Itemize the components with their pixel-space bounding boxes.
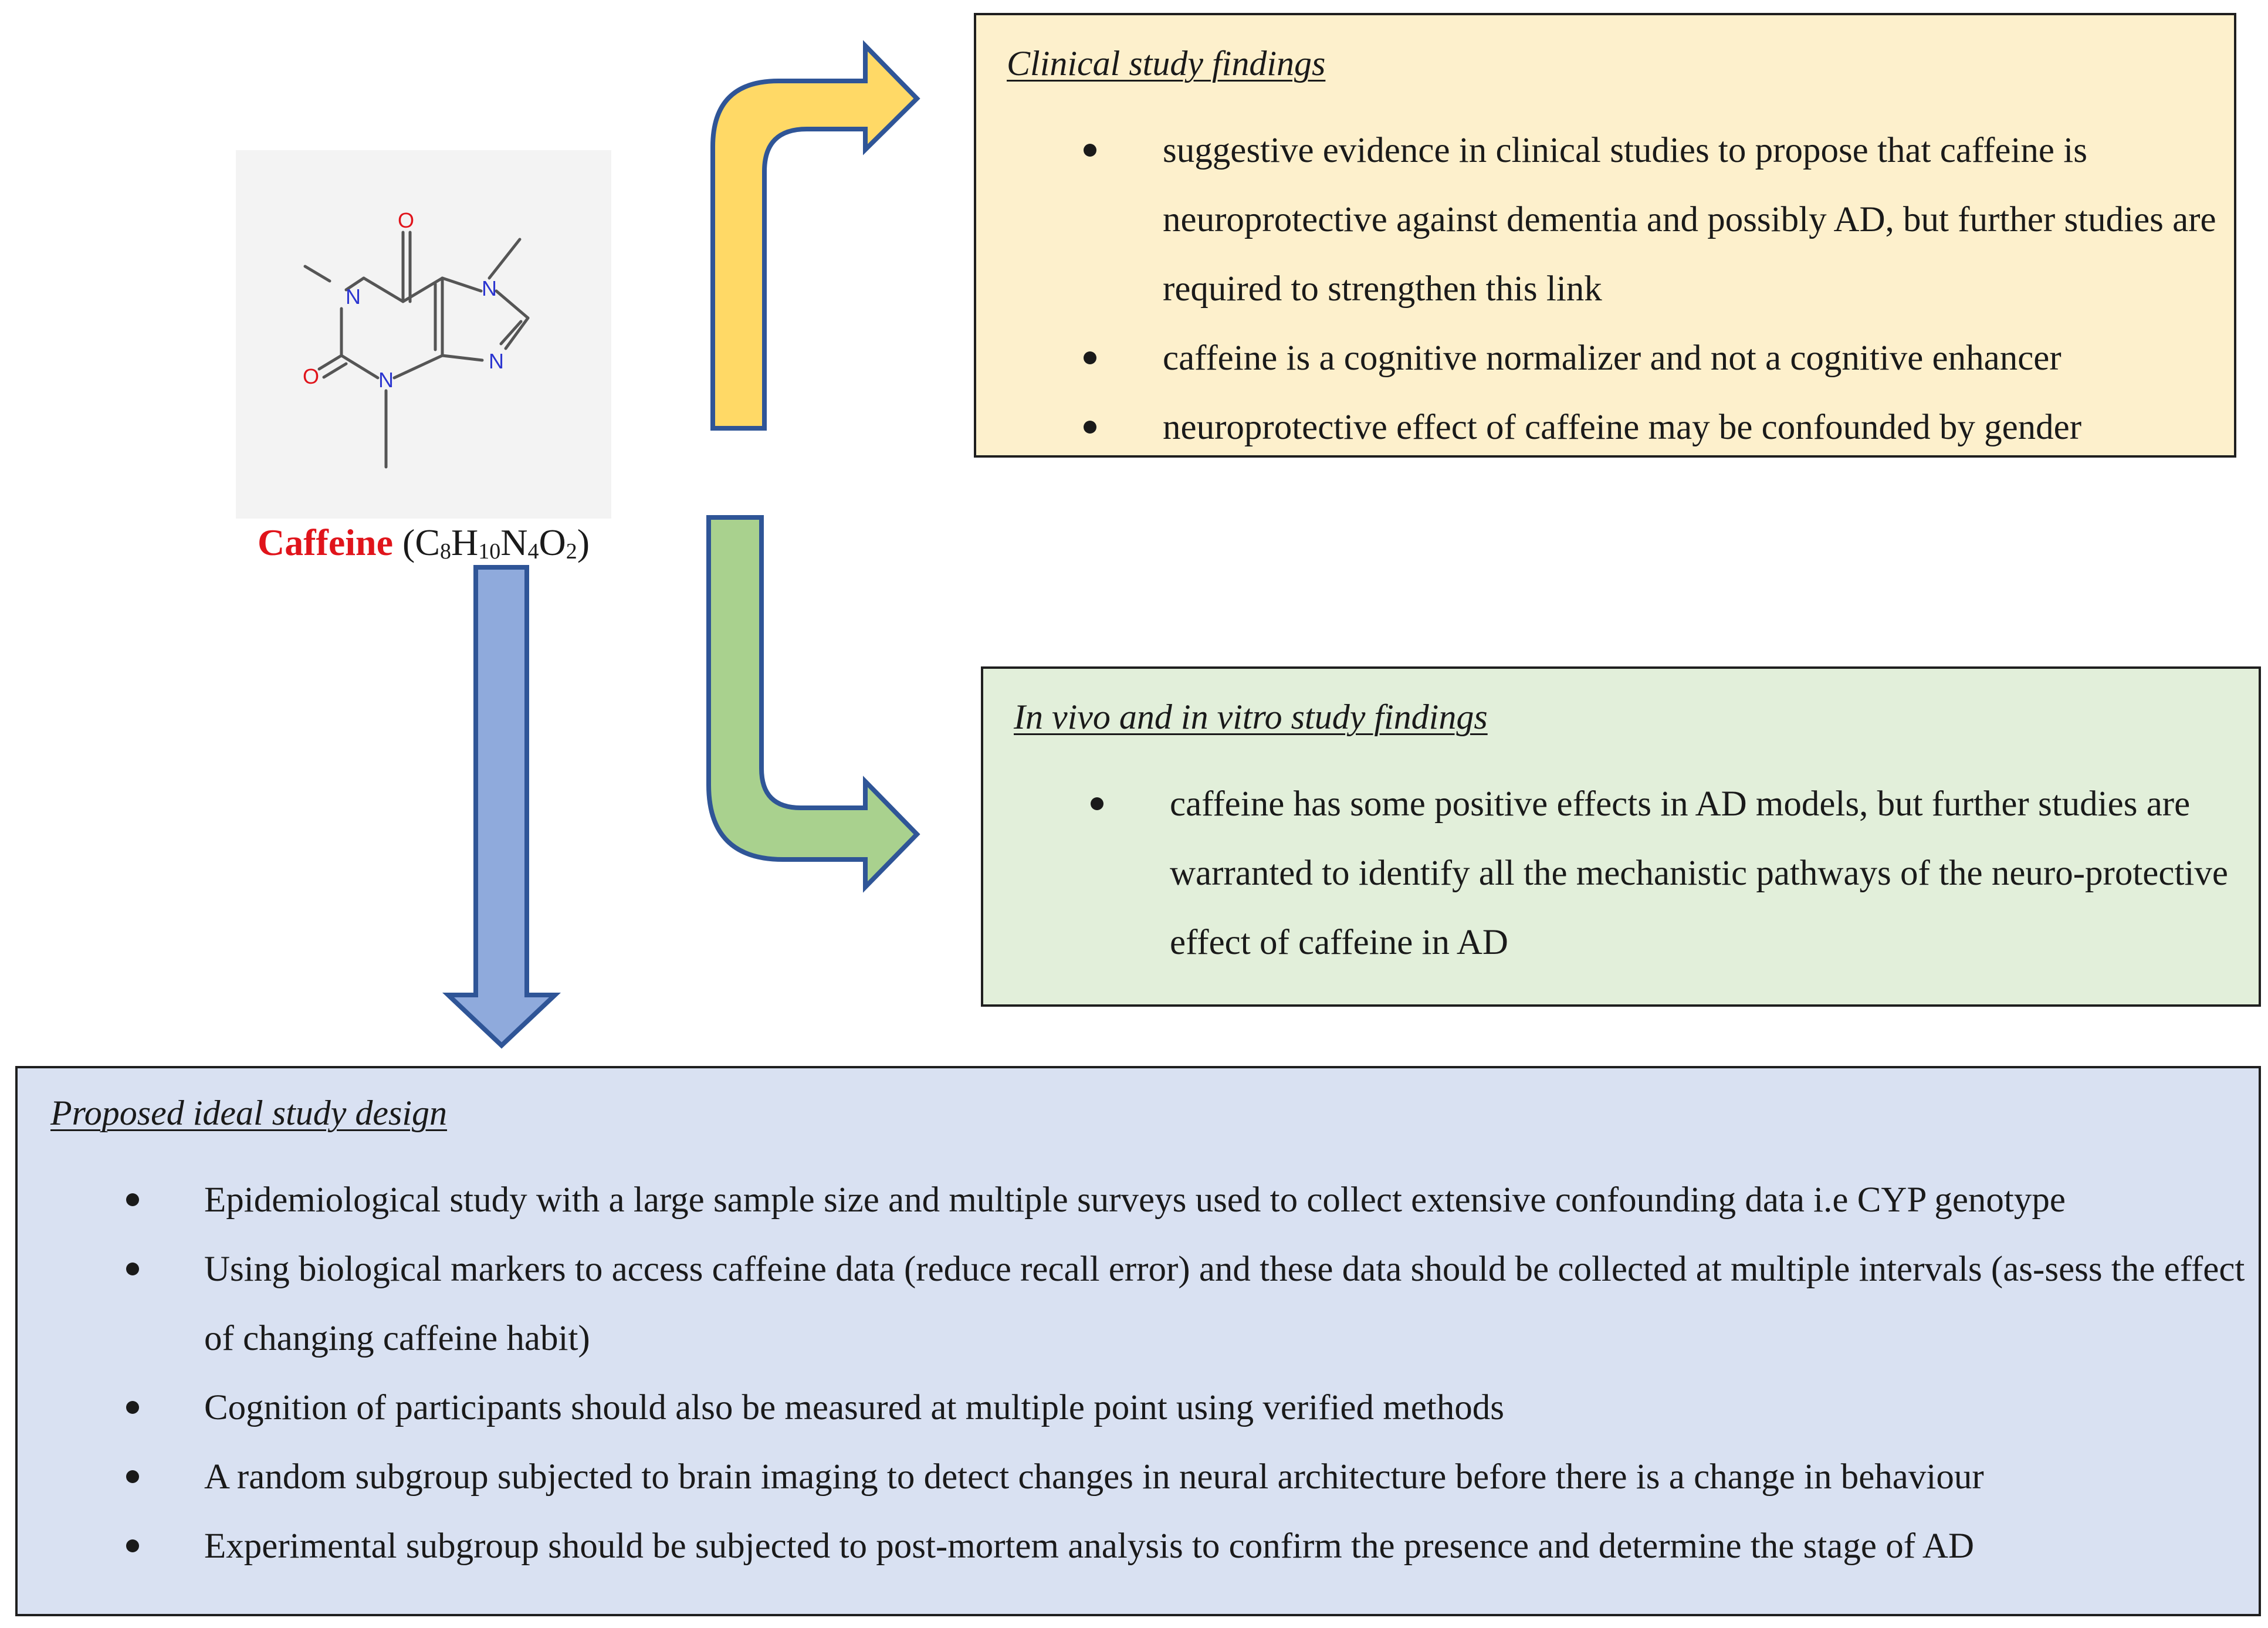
- molecule-name: Caffeine: [258, 522, 394, 563]
- bullet-icon: [1084, 144, 1096, 157]
- arrow-to-design: [442, 565, 561, 1049]
- arrow-to-clinical: [710, 40, 920, 431]
- bond: [392, 354, 444, 380]
- bond: [499, 320, 523, 346]
- bullet-icon: [1091, 797, 1103, 810]
- list-item: A random subgroup subjected to brain ima…: [126, 1443, 2246, 1512]
- list-item: caffeine is a cognitive normalizer and n…: [1084, 324, 2219, 393]
- bond: [504, 316, 530, 350]
- bond: [344, 276, 365, 292]
- molecule-formula: (C8H10N4O2): [402, 522, 590, 564]
- bullet-icon: [1084, 421, 1096, 434]
- molecule-caption: Caffeine (C8H10N4O2): [176, 521, 671, 564]
- list-item: Epidemiological study with a large sampl…: [126, 1166, 2246, 1235]
- bond: [317, 354, 343, 371]
- bond: [322, 362, 348, 379]
- invivo-findings-list: caffeine has some positive effects in AD…: [1091, 770, 2243, 977]
- bullet-icon: [126, 1401, 139, 1414]
- caffeine-structure: O O N N N N: [236, 150, 611, 519]
- list-item: caffeine has some positive effects in AD…: [1091, 770, 2243, 977]
- bond: [340, 354, 380, 380]
- atom-oxygen: O: [398, 208, 414, 232]
- bond: [441, 354, 484, 362]
- invivo-findings-box: In vivo and in vitro study findings caff…: [981, 666, 2261, 1007]
- bond: [488, 238, 522, 280]
- bullet-icon: [126, 1470, 139, 1483]
- clinical-findings-box: Clinical study findings suggestive evide…: [974, 13, 2236, 458]
- bullet-icon: [126, 1193, 139, 1206]
- invivo-findings-title: In vivo and in vitro study findings: [1014, 698, 1488, 736]
- atom-nitrogen: N: [489, 349, 504, 373]
- bullet-icon: [126, 1539, 139, 1552]
- list-item: Using biological markers to access caffe…: [126, 1235, 2246, 1373]
- atom-nitrogen: N: [482, 276, 497, 300]
- study-design-box: Proposed ideal study design Epidemiologi…: [15, 1066, 2261, 1616]
- bond: [441, 276, 483, 293]
- clinical-findings-title: Clinical study findings: [1007, 44, 1326, 83]
- bond: [303, 265, 331, 283]
- bond: [362, 276, 405, 303]
- bond: [495, 289, 530, 320]
- list-item: suggestive evidence in clinical studies …: [1084, 116, 2219, 324]
- list-item: Cognition of participants should also be…: [126, 1373, 2246, 1443]
- atom-nitrogen: N: [346, 285, 361, 309]
- arrow-to-invivo: [706, 515, 920, 893]
- bullet-icon: [126, 1263, 139, 1275]
- bullet-icon: [1084, 351, 1096, 364]
- atom-oxygen: O: [303, 364, 319, 388]
- clinical-findings-list: suggestive evidence in clinical studies …: [1084, 116, 2219, 462]
- list-item: neuroprotective effect of caffeine may b…: [1084, 393, 2219, 462]
- study-design-list: Epidemiological study with a large sampl…: [126, 1166, 2246, 1581]
- atom-nitrogen: N: [378, 368, 394, 392]
- list-item: Experimental subgroup should be subjecte…: [126, 1512, 2246, 1581]
- study-design-title: Proposed ideal study design: [50, 1094, 448, 1132]
